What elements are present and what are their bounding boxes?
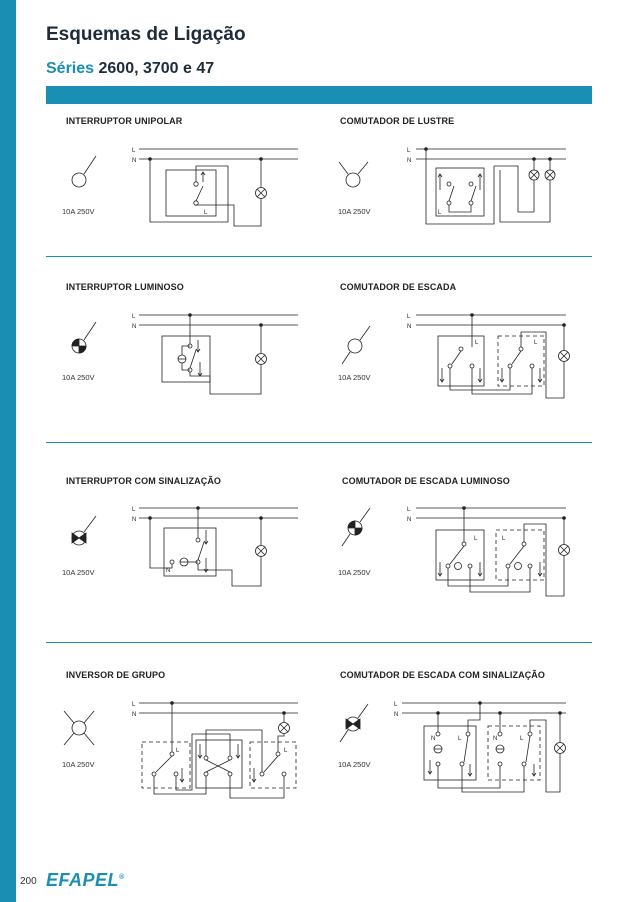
wire-label-line: L <box>132 507 136 513</box>
terminal-label-line: L <box>520 736 524 742</box>
wire-label-neutral: N <box>132 712 136 718</box>
brand-name: EFAPEL <box>46 870 120 890</box>
rating-inversor-grupo: 10A 250V <box>62 760 95 769</box>
subtitle-lead: Séries <box>46 60 95 77</box>
wire-label-line: L <box>132 314 136 320</box>
section-title-interruptor-unipolar: INTERRUPTOR UNIPOLAR <box>66 116 183 126</box>
section-title-comutador-escada-luminoso: COMUTADOR DE ESCADA LUMINOSO <box>342 476 510 486</box>
terminal-label-line: L <box>502 536 506 542</box>
terminal-label-neutral: N <box>166 568 170 574</box>
terminal-label-line: L <box>474 536 478 542</box>
wiring-diagram-comutador-escada-sinalizacao: L N N L N L <box>339 701 566 793</box>
wiring-diagram-comutador-escada: L N L L <box>341 313 570 399</box>
wire-label-line: L <box>132 702 136 708</box>
terminal-label-line: L <box>204 210 208 216</box>
brand-registered-mark: ® <box>119 874 125 881</box>
wire-label-line: L <box>407 148 411 154</box>
wiring-diagram-comutador-escada-luminoso: L N L L <box>341 506 570 597</box>
section-title-inversor-grupo: INVERSOR DE GRUPO <box>66 670 166 680</box>
terminal-label-line: L <box>475 340 479 346</box>
wire-label-neutral: N <box>132 158 136 164</box>
terminal-label-neutral: N <box>493 736 497 742</box>
wiring-diagram-inversor-grupo: L N L L <box>63 701 298 799</box>
wire-label-neutral: N <box>132 517 136 523</box>
terminal-label-line: L <box>176 748 180 754</box>
wire-label-neutral: N <box>394 712 398 718</box>
section-title-comutador-escada-sinalizacao: COMUTADOR DE ESCADA COM SINALIZAÇÃO <box>340 670 545 680</box>
brand-logo: EFAPEL® <box>46 870 125 891</box>
section-title-comutador-lustre: COMUTADOR DE LUSTRE <box>340 116 455 126</box>
page-number: 200 <box>20 876 37 887</box>
wiring-diagram-interruptor-unipolar: L N L <box>71 148 298 227</box>
side-accent-bar <box>0 0 16 902</box>
terminal-label-line: L <box>534 340 538 346</box>
section-title-comutador-escada: COMUTADOR DE ESCADA <box>340 282 457 292</box>
section-divider <box>46 442 592 443</box>
wire-label-neutral: N <box>132 324 136 330</box>
rating-comutador-lustre: 10A 250V <box>338 207 371 216</box>
rating-comutador-escada: 10A 250V <box>338 373 371 382</box>
rating-comutador-escada-sinalizacao: 10A 250V <box>338 760 371 769</box>
rating-interruptor-unipolar: 10A 250V <box>62 207 95 216</box>
terminal-label-line: L <box>284 748 288 754</box>
rating-interruptor-luminoso: 10A 250V <box>62 373 95 382</box>
wiring-diagram-interruptor-luminoso: L N <box>71 313 298 395</box>
page-title: Esquemas de Ligação <box>46 24 246 45</box>
terminal-label-line: L <box>458 736 462 742</box>
wire-label-line: L <box>407 314 411 320</box>
wiring-diagram-comutador-lustre: L N L <box>338 147 566 225</box>
wire-label-neutral: N <box>407 324 411 330</box>
wire-label-line: L <box>394 702 398 708</box>
wire-label-line: L <box>407 507 411 513</box>
wiring-diagram-interruptor-sinalizacao: L N N <box>71 506 298 587</box>
terminal-label-neutral: N <box>431 736 435 742</box>
section-divider <box>46 256 592 257</box>
wire-label-neutral: N <box>407 517 411 523</box>
page-subtitle: Séries 2600, 3700 e 47 <box>46 60 214 78</box>
wire-label-line: L <box>132 148 136 154</box>
section-title-interruptor-sinalizacao: INTERRUPTOR COM SINALIZAÇÃO <box>66 476 222 486</box>
terminal-label-line: L <box>438 210 442 216</box>
rating-interruptor-sinalizacao: 10A 250V <box>62 568 95 577</box>
subtitle-series: 2600, 3700 e 47 <box>98 60 215 77</box>
rating-comutador-escada-luminoso: 10A 250V <box>338 568 371 577</box>
section-divider <box>46 642 592 643</box>
header-band <box>46 86 592 104</box>
section-title-interruptor-luminoso: INTERRUPTOR LUMINOSO <box>66 282 184 292</box>
wire-label-neutral: N <box>407 158 411 164</box>
